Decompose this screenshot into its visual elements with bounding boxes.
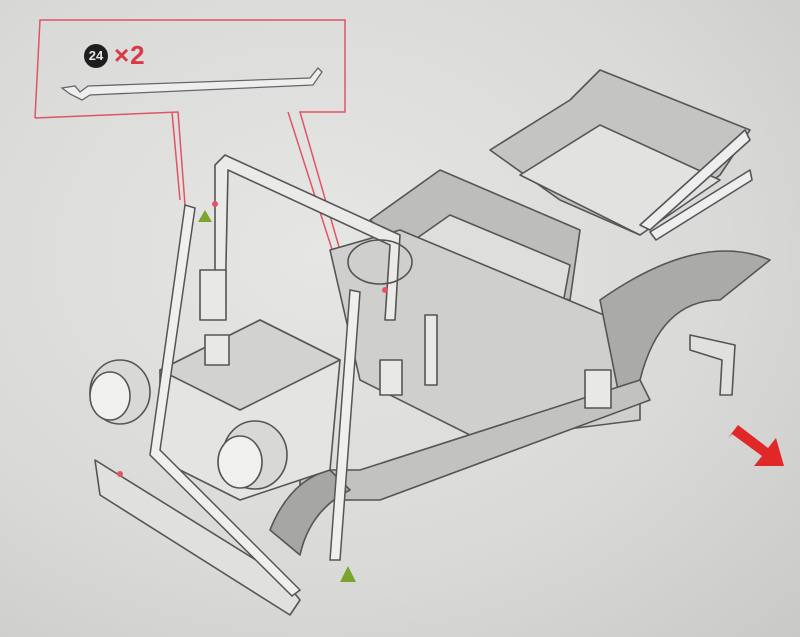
car-body — [89, 69, 771, 616]
attach-marker-icon — [340, 566, 356, 582]
direction-arrow-icon — [728, 425, 784, 466]
part-number-badge: 24 — [84, 43, 108, 68]
installed-rods — [149, 204, 361, 597]
part-quantity: ×2 — [114, 40, 146, 70]
part-rod-drawing — [60, 67, 323, 101]
attach-marker-icon — [198, 210, 212, 222]
part-callout — [34, 19, 351, 291]
part-label: 24 ×2 — [84, 40, 146, 71]
